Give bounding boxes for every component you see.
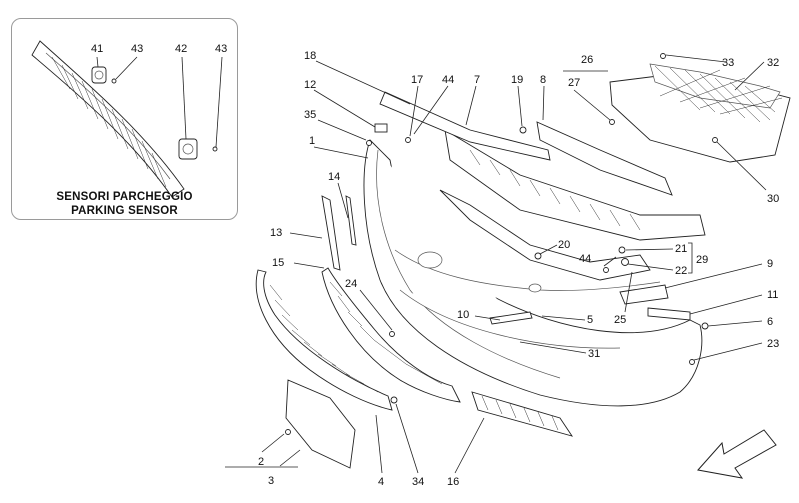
callout-10: 10: [457, 309, 469, 321]
trim-9: [619, 284, 669, 305]
callout-6: 6: [767, 316, 773, 328]
callout-31: 31: [588, 348, 600, 360]
trim-10: [489, 311, 533, 325]
clip-43b: [212, 146, 218, 152]
license-plate-bracket: [285, 379, 356, 469]
inset-callout-41: 41: [91, 43, 103, 55]
inset-callout-43a: 43: [131, 43, 143, 55]
side-trim-14: [345, 195, 357, 246]
callout-1: 1: [309, 135, 315, 147]
lower-grille: [321, 267, 461, 403]
upper-beam: [444, 129, 706, 241]
absorber-strip: [536, 121, 673, 196]
inset-title-italian: SENSORI PARCHEGGIO: [56, 191, 193, 203]
callout-27: 27: [568, 77, 580, 89]
inset-drawing: 41 43 42 43: [31, 40, 227, 198]
callout-5: 5: [587, 314, 593, 326]
callout-30: 30: [767, 193, 779, 205]
callout-44-mid: 44: [579, 253, 591, 265]
callout-29: 29: [696, 254, 708, 266]
lower-bracket: [439, 189, 651, 281]
callout-9: 9: [767, 258, 773, 270]
sensor-41: [91, 66, 107, 84]
callout-4: 4: [378, 476, 384, 488]
callout-17: 17: [411, 74, 423, 86]
callout-22: 22: [675, 265, 687, 277]
callout-20: 20: [558, 239, 570, 251]
callout-35: 35: [304, 109, 316, 121]
callout-19: 19: [511, 74, 523, 86]
callout-14: 14: [328, 171, 340, 183]
callout-16: 16: [447, 476, 459, 488]
callout-23: 23: [767, 338, 779, 350]
callout-11: 11: [767, 289, 778, 301]
callout-26: 26: [581, 54, 593, 66]
inset-callout-42: 42: [175, 43, 187, 55]
callout-18: 18: [304, 50, 316, 62]
parking-sensor-inset: 41 43 42 43 SENSORI PARCHEGGIO PARKING S…: [11, 18, 238, 220]
sensor-42: [178, 138, 198, 160]
callout-8: 8: [540, 74, 546, 86]
callout-7: 7: [474, 74, 480, 86]
callout-2: 2: [258, 456, 264, 468]
top-strip: [379, 91, 551, 161]
front-grille: [255, 269, 393, 411]
callout-3: 3: [268, 475, 274, 487]
callout-44-top: 44: [442, 74, 454, 86]
callout-21: 21: [675, 243, 687, 255]
lower-center-grille: [471, 391, 574, 437]
callout-32: 32: [767, 57, 779, 69]
inset-title-english: PARKING SENSOR: [71, 205, 178, 217]
inset-grille: [31, 40, 185, 198]
leader-lines: [225, 54, 767, 474]
clip-43a: [111, 78, 117, 84]
side-trim-13: [321, 195, 341, 271]
inset-callout-43b: 43: [215, 43, 227, 55]
direction-arrow-icon: [697, 429, 777, 479]
callout-25: 25: [614, 314, 626, 326]
side-grille-mesh: [654, 65, 783, 123]
callout-15: 15: [272, 257, 284, 269]
callout-33: 33: [722, 57, 734, 69]
callout-24: 24: [345, 278, 357, 290]
callout-12: 12: [304, 79, 316, 91]
trim-11: [647, 307, 691, 321]
callout-34: 34: [412, 476, 424, 488]
callout-13: 13: [270, 227, 282, 239]
